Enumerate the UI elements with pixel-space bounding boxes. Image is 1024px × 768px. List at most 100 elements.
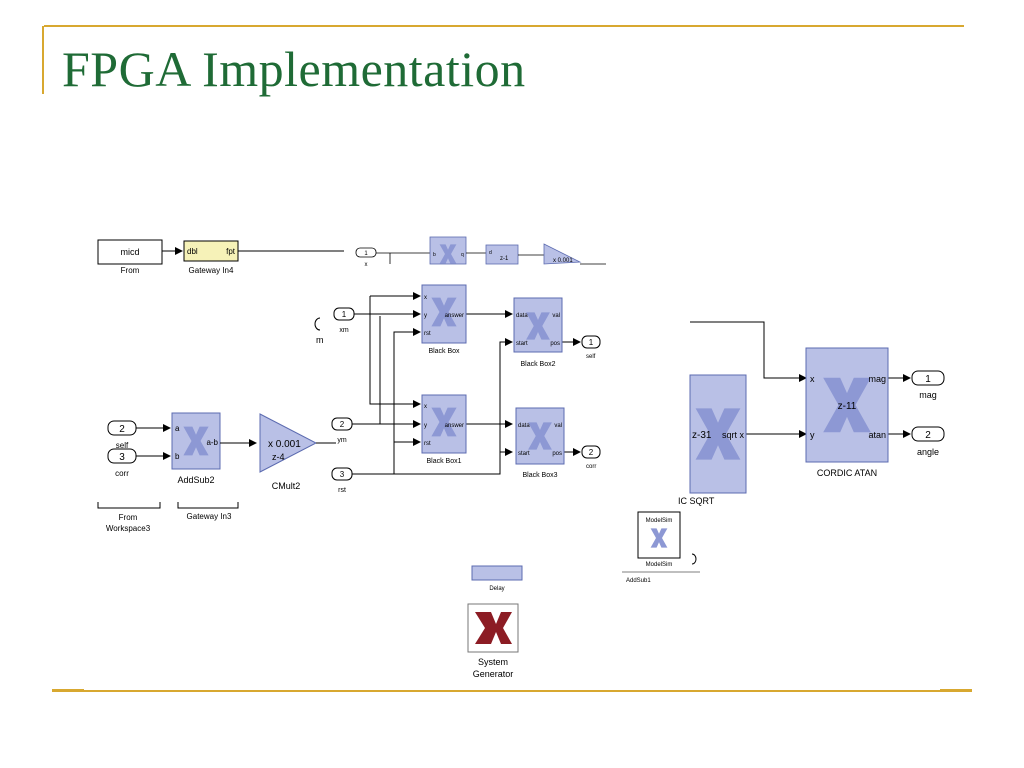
workspace3-brackets: [97, 502, 239, 509]
from-block[interactable]: micd From: [97, 239, 163, 275]
outport-angle-number: 2: [925, 430, 931, 441]
addsub1-caption: AddSub1: [626, 578, 651, 584]
sqrt-block[interactable]: z-31 sqrt x IC SQRT: [689, 374, 747, 494]
cmult2-line1: x 0.001: [268, 439, 301, 450]
cordic-out-mag: mag: [868, 374, 886, 384]
addsub2-port-a: a: [175, 424, 180, 433]
system-generator-line2: Generator: [473, 669, 514, 679]
black-box3-caption: Black Box3: [522, 472, 557, 479]
outport-self-number: 1: [589, 338, 594, 347]
inport-rst-label: rst: [338, 487, 346, 494]
from-workspace3-caption2: Workspace3: [106, 524, 151, 533]
black-box-port-x: x: [424, 295, 427, 301]
gateway-in3-caption: Gateway In3: [187, 512, 232, 521]
gateway-in4-out-port: fpt: [226, 247, 236, 256]
black-box-out: answer: [445, 313, 464, 319]
inport-rst[interactable]: 3 rst: [331, 467, 353, 494]
slide-title: FPGA Implementation: [62, 41, 526, 97]
cordic-port-x: x: [810, 374, 815, 384]
addsub2-caption: AddSub2: [177, 475, 214, 485]
black-box1-port-rst: rst: [424, 441, 431, 447]
black-box-port-y: y: [424, 313, 427, 319]
center-wires: [352, 292, 581, 475]
black-box1-port-y: y: [424, 423, 427, 429]
inport-corr-left[interactable]: 3 corr: [107, 448, 137, 478]
inport-ym-number: 2: [340, 420, 345, 429]
cordic-caption: CORDIC ATAN: [817, 468, 877, 478]
inport-ym[interactable]: 2 ym: [331, 417, 353, 444]
modelsim-top-label: ModelSim: [646, 518, 673, 524]
black-box-caption: Black Box: [428, 348, 460, 355]
from-block-caption: From: [121, 266, 140, 275]
footer-rule-left-accent: [52, 689, 84, 692]
cmult2-line2: z-4: [272, 452, 285, 462]
footer-rule-right-accent: [940, 689, 972, 692]
black-box-port-rst: rst: [424, 331, 431, 337]
title-rule-vertical: [42, 26, 44, 94]
inport-self-left-label: self: [116, 441, 129, 450]
cmult2-block[interactable]: x 0.001 z-4 CMult2: [259, 413, 318, 491]
addsub2-port-b: b: [175, 452, 180, 461]
black-box3-out-pos: pos: [552, 451, 562, 457]
sqrt-out: sqrt x: [722, 430, 745, 440]
top-q-port: q: [461, 252, 464, 258]
black-box2-port-start: start: [516, 341, 528, 347]
addsub2-out: a-b: [206, 438, 218, 447]
delay-caption: Delay: [489, 586, 504, 592]
outport-corr-label: corr: [586, 464, 596, 470]
system-generator-line1: System: [478, 657, 508, 667]
inport-self-left[interactable]: 2 self: [107, 420, 137, 450]
cmult2-caption: CMult2: [272, 481, 301, 491]
title-rule-horizontal: [44, 25, 964, 27]
outport-mag[interactable]: 1 mag: [911, 370, 945, 400]
system-generator-block[interactable]: System Generator: [467, 603, 519, 679]
top-cmult-label: x 0.001: [553, 258, 573, 264]
black-box1-out: answer: [445, 423, 464, 429]
black-box2[interactable]: data start val pos Black Box2: [513, 297, 563, 368]
footer-rule: [52, 690, 972, 692]
black-box[interactable]: x y rst answer Black Box: [421, 284, 467, 355]
black-box2-out-pos: pos: [550, 341, 560, 347]
black-box3-out-val: val: [554, 423, 562, 429]
outport-mag-number: 1: [925, 374, 931, 385]
inport-self-left-number: 2: [119, 424, 125, 435]
black-box3-port-data: data: [518, 423, 530, 429]
outport-corr[interactable]: 2 corr: [581, 445, 601, 470]
inport-corr-left-number: 3: [119, 452, 125, 463]
outport-angle[interactable]: 2 angle: [911, 426, 945, 457]
cordic-latency: z-11: [838, 401, 857, 412]
black-box1-caption: Black Box1: [426, 458, 461, 465]
gateway-in4-in-port: dbl: [187, 247, 198, 256]
right-wires: [690, 321, 911, 438]
cordic-atan-block[interactable]: x y mag atan z-11 CORDIC ATAN: [805, 347, 889, 478]
from-workspace3-caption1: From: [119, 513, 138, 522]
gateway-in4-caption: Gateway In4: [189, 266, 234, 275]
cordic-port-y: y: [810, 430, 815, 440]
from-block-value: micd: [120, 247, 139, 257]
outport-self[interactable]: 1 self: [581, 335, 601, 360]
top-strip: 1 x b q d z-1 x 0.001: [355, 236, 606, 268]
inport-xm[interactable]: 1 xm: [333, 307, 355, 334]
top-inport-number: 1: [364, 251, 368, 257]
inport-corr-left-label: corr: [115, 469, 129, 478]
top-inport-label: x: [365, 262, 368, 268]
black-box3[interactable]: data start val pos Black Box3: [515, 407, 565, 479]
cordic-out-atan: atan: [868, 430, 886, 440]
outport-mag-label: mag: [919, 390, 937, 400]
modelsim-block[interactable]: ModelSim ModelSim: [637, 511, 681, 568]
black-box2-port-data: data: [516, 313, 528, 319]
gateway-in4-block[interactable]: dbl fpt Gateway In4: [183, 240, 239, 275]
delay-block[interactable]: Delay: [471, 565, 523, 592]
black-box1-port-x: x: [424, 404, 427, 410]
inport-xm-number: 1: [342, 310, 347, 319]
addsub2-block[interactable]: a b a-b AddSub2: [171, 412, 221, 485]
top-b-port: b: [433, 252, 436, 258]
outport-self-label: self: [586, 354, 596, 360]
black-box1[interactable]: x y rst answer Black Box1: [421, 394, 467, 465]
sqrt-latency: z-31: [692, 430, 712, 441]
m-fragment-label: m: [316, 335, 324, 345]
sqrt-caption-visible: IC SQRT: [678, 496, 715, 506]
outport-angle-label: angle: [917, 447, 939, 457]
black-box3-port-start: start: [518, 451, 530, 457]
